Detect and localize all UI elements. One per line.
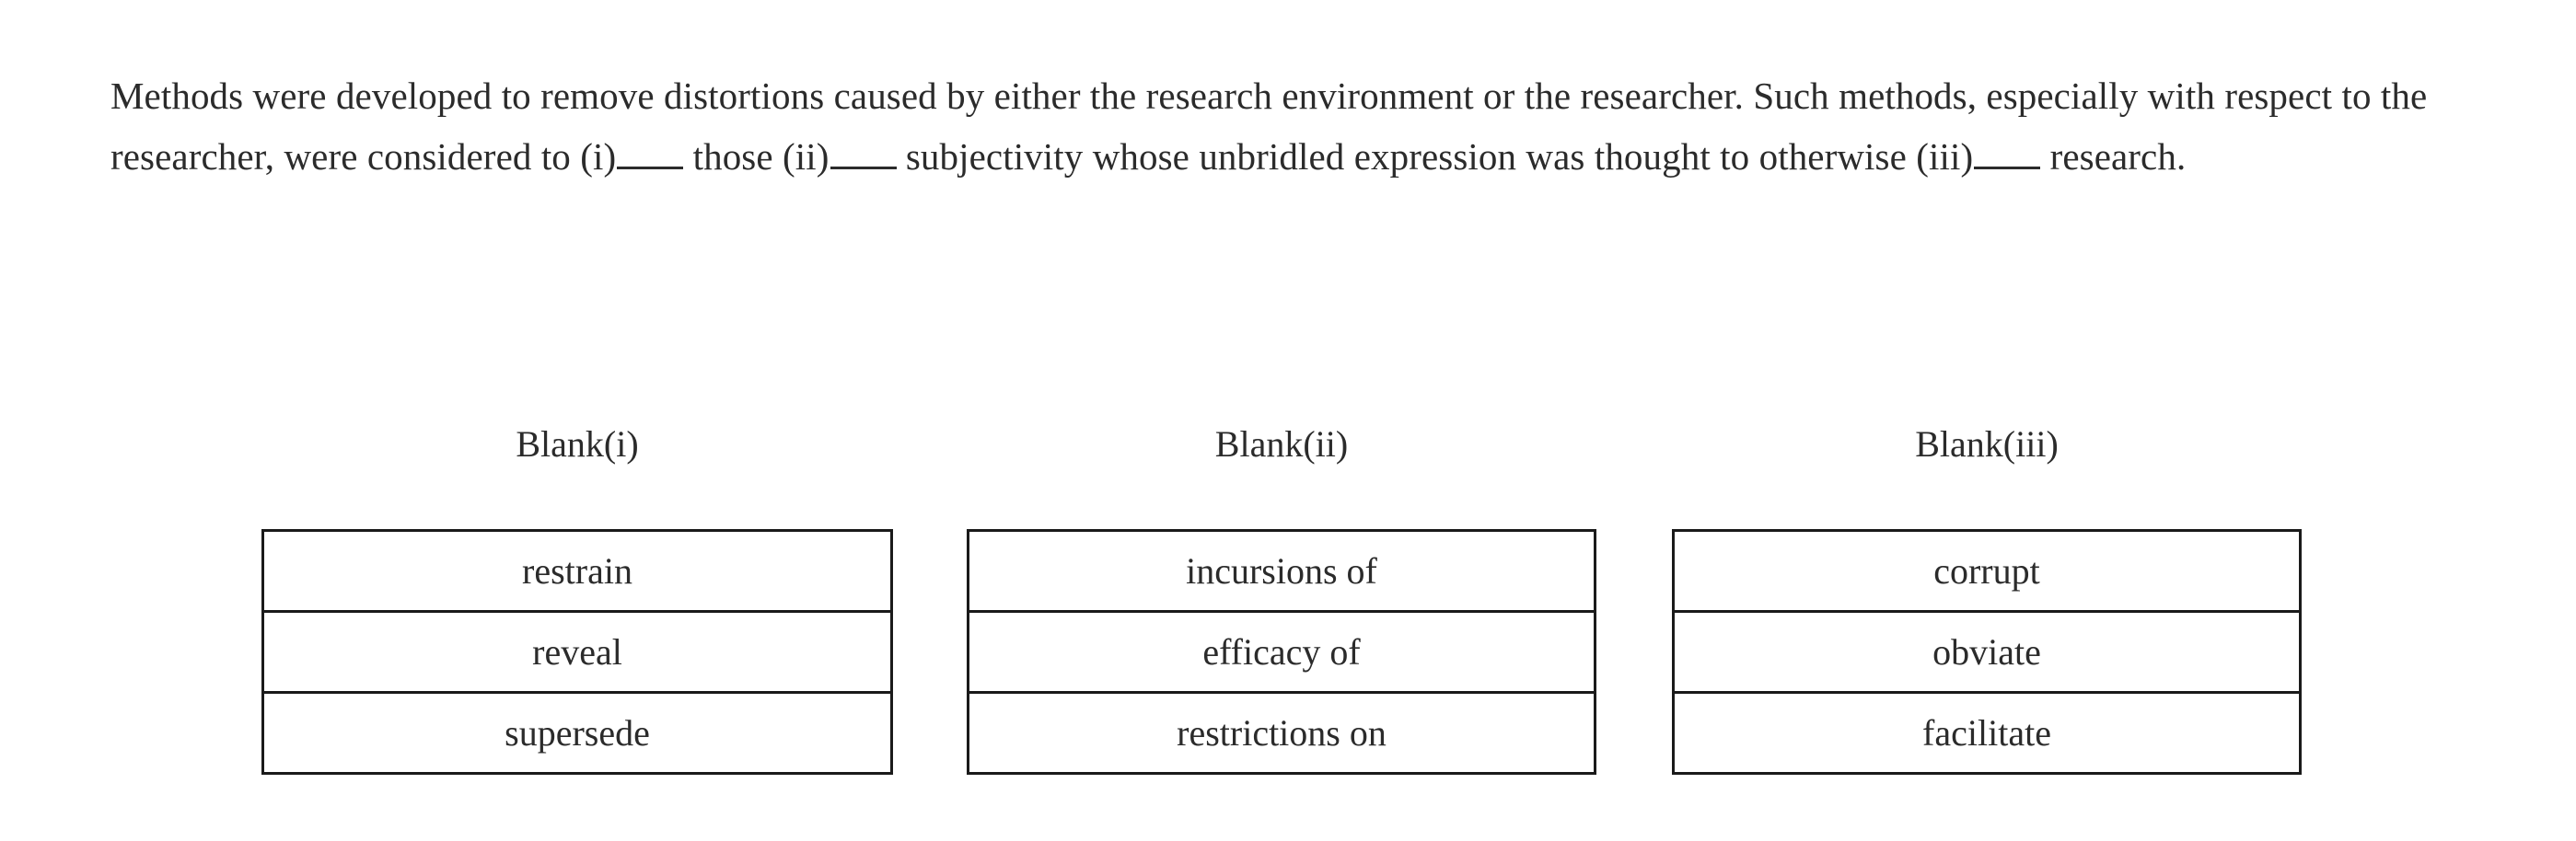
- prompt-text-segment: subjectivity whose unbridled expression …: [896, 135, 1917, 178]
- prompt-text-segment: those: [683, 135, 783, 178]
- blank-label: (ii): [783, 135, 830, 178]
- option-cell[interactable]: restrain: [522, 550, 632, 592]
- blank-underline: [617, 137, 684, 169]
- option-cell[interactable]: facilitate: [1673, 691, 2301, 774]
- prompt-text-segment: research.: [2040, 135, 2187, 178]
- blank-label: (i): [580, 135, 617, 178]
- option-row[interactable]: reveal: [262, 610, 892, 693]
- option-cell[interactable]: incursions of: [1186, 550, 1377, 592]
- option-row[interactable]: incursions of: [969, 531, 1595, 612]
- option-cell[interactable]: corrupt: [1933, 550, 2040, 592]
- column-header-2: Blank(ii): [1214, 423, 1349, 465]
- option-cell[interactable]: supersede: [262, 691, 892, 774]
- option-row[interactable]: supersede: [262, 691, 892, 774]
- blank-placeholder: (ii): [783, 135, 897, 178]
- option-row[interactable]: restrain: [263, 531, 892, 612]
- option-row[interactable]: corrupt: [1674, 531, 2301, 612]
- column-header-1: Blank(i): [516, 423, 639, 465]
- question-prompt: Methods were developed to remove distort…: [110, 65, 2467, 187]
- blank-underline: [1974, 137, 2041, 169]
- option-cell[interactable]: efficacy of: [968, 610, 1595, 693]
- option-cell[interactable]: obviate: [1673, 610, 2301, 693]
- blank-underline: [830, 137, 897, 169]
- column-header-3: Blank(iii): [1915, 423, 2059, 465]
- option-row[interactable]: obviate: [1673, 610, 2301, 693]
- option-cell[interactable]: reveal: [262, 610, 892, 693]
- option-cell[interactable]: restrictions on: [968, 691, 1595, 774]
- option-row[interactable]: facilitate: [1673, 691, 2301, 774]
- blank-label: (iii): [1916, 135, 1974, 178]
- blank-placeholder: (i): [580, 135, 684, 178]
- option-row[interactable]: efficacy of: [968, 610, 1595, 693]
- option-row[interactable]: restrictions on: [968, 691, 1595, 774]
- prompt-text-segment: Methods were developed to remove distort…: [110, 75, 2428, 178]
- blank-placeholder: (iii): [1916, 135, 2041, 178]
